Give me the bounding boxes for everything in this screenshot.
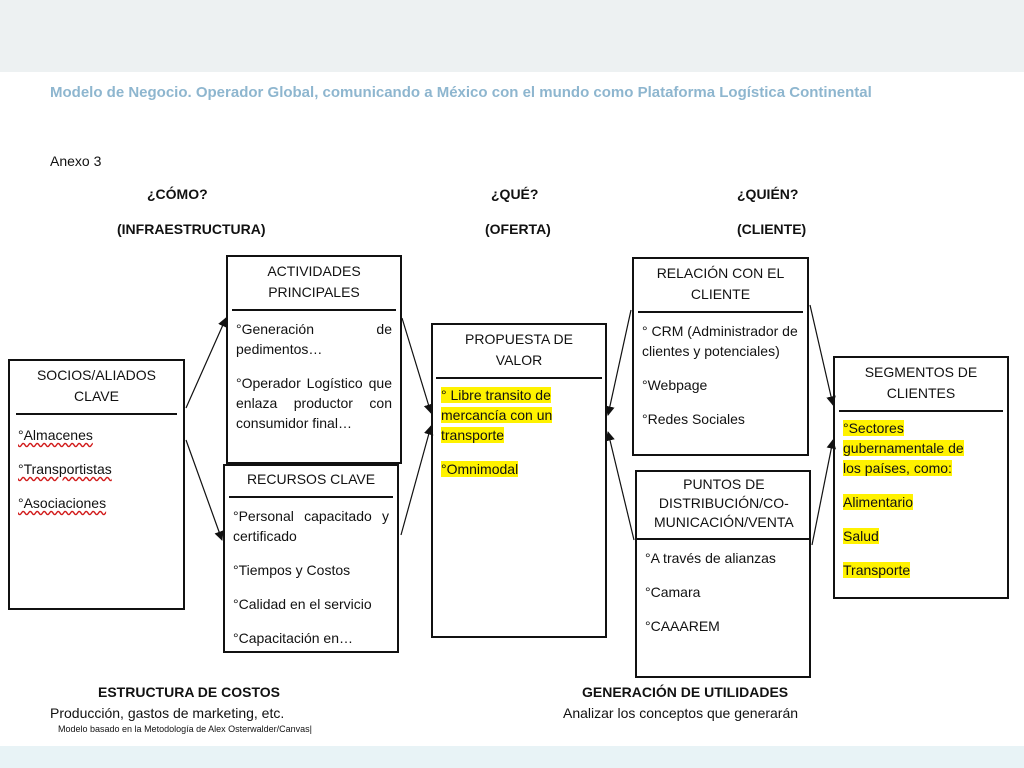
list-item: °A través de alianzas (645, 550, 776, 566)
list-item: ° CRM (Administrador de clientes y poten… (642, 323, 798, 359)
header-cliente: (CLIENTE) (737, 221, 807, 237)
top-band (0, 0, 1024, 72)
arrow-puntos-to-propuesta (605, 431, 635, 541)
header-infraestructura: (INFRAESTRUCTURA) (117, 221, 266, 237)
list-item: Salud (843, 528, 879, 544)
box-segmentos-clientes: SEGMENTOS DE CLIENTES °Sectores gubernam… (833, 356, 1009, 599)
arrow-recursos-to-propuesta (400, 425, 434, 536)
box-title: SEGMENTOS DE CLIENTES (839, 358, 1003, 412)
utilidades-heading: GENERACIÓN DE UTILIDADES (582, 684, 789, 700)
box-title: RECURSOS CLAVE (229, 466, 393, 498)
list-item: °Camara (645, 584, 701, 600)
list-item: °CAAAREM (645, 618, 720, 634)
box-title: ACTIVIDADES PRINCIPALES (232, 257, 396, 311)
methodology-credit: Modelo basado en la Metodología de Alex … (58, 724, 312, 734)
box-propuesta-valor: PROPUESTA DE VALOR ° Libre transito de m… (431, 323, 607, 638)
list-item: °Generación de pedimentos… (236, 321, 392, 357)
list-item: °Calidad en el servicio (233, 596, 372, 612)
list-item: Transporte (843, 562, 911, 578)
bottom-band (0, 746, 1024, 768)
utilidades-text: Analizar los conceptos que generarán (563, 705, 799, 721)
box-socios-aliados: SOCIOS/ALIADOS CLAVE °Almacenes °Transpo… (8, 359, 185, 610)
header-oferta: (OFERTA) (485, 221, 551, 237)
arrow-socios-to-actividades (185, 317, 227, 409)
box-title: SOCIOS/ALIADOS CLAVE (16, 361, 177, 415)
list-item: °Operador Logístico que enlaza productor… (236, 375, 392, 431)
box-actividades-principales: ACTIVIDADES PRINCIPALES °Generación de p… (226, 255, 402, 464)
costos-heading: ESTRUCTURA DE COSTOS (98, 684, 281, 700)
list-item: °Tiempos y Costos (233, 562, 351, 578)
annex-label: Anexo 3 (50, 153, 102, 169)
header-que: ¿QUÉ? (491, 186, 539, 202)
list-item: °Asociaciones (18, 495, 107, 511)
list-item: °Almacenes (18, 427, 93, 443)
list-item: Alimentario (843, 494, 914, 510)
arrow-relacion-to-segmentos (809, 304, 836, 406)
slide-title: Modelo de Negocio. Operador Global, comu… (50, 84, 872, 101)
list-item: °Redes Sociales (642, 411, 745, 427)
box-recursos-clave: RECURSOS CLAVE °Personal capacitado y ce… (223, 464, 399, 653)
costos-text: Producción, gastos de marketing, etc. (50, 705, 285, 721)
arrow-relacion-to-propuesta (605, 309, 632, 416)
arrow-actividades-to-propuesta (401, 317, 434, 414)
list-item: °Sectores gubernamentale de los países, … (843, 420, 964, 476)
box-title: PUNTOS DE DISTRIBUCIÓN/CO-MUNICACIÓN/VEN… (637, 472, 811, 540)
header-como: ¿CÓMO? (147, 186, 208, 202)
header-quien: ¿QUIÉN? (737, 186, 799, 202)
list-item: °Webpage (642, 377, 708, 393)
list-item: ° Libre transito de mercancía con un tra… (441, 387, 553, 443)
list-item: °Transportistas (18, 461, 112, 477)
box-puntos-distribucion: PUNTOS DE DISTRIBUCIÓN/CO-MUNICACIÓN/VEN… (635, 470, 811, 678)
box-title: RELACIÓN CON EL CLIENTE (638, 259, 803, 313)
box-relacion-cliente: RELACIÓN CON EL CLIENTE ° CRM (Administr… (632, 257, 809, 456)
arrow-socios-to-recursos (185, 439, 224, 541)
list-item: °Omnimodal (441, 461, 519, 477)
arrow-puntos-to-segmentos (811, 439, 837, 546)
list-item: °Personal capacitado y certificado (233, 508, 389, 544)
box-title: PROPUESTA DE VALOR (435, 325, 603, 379)
list-item: °Capacitación en… (233, 630, 353, 646)
